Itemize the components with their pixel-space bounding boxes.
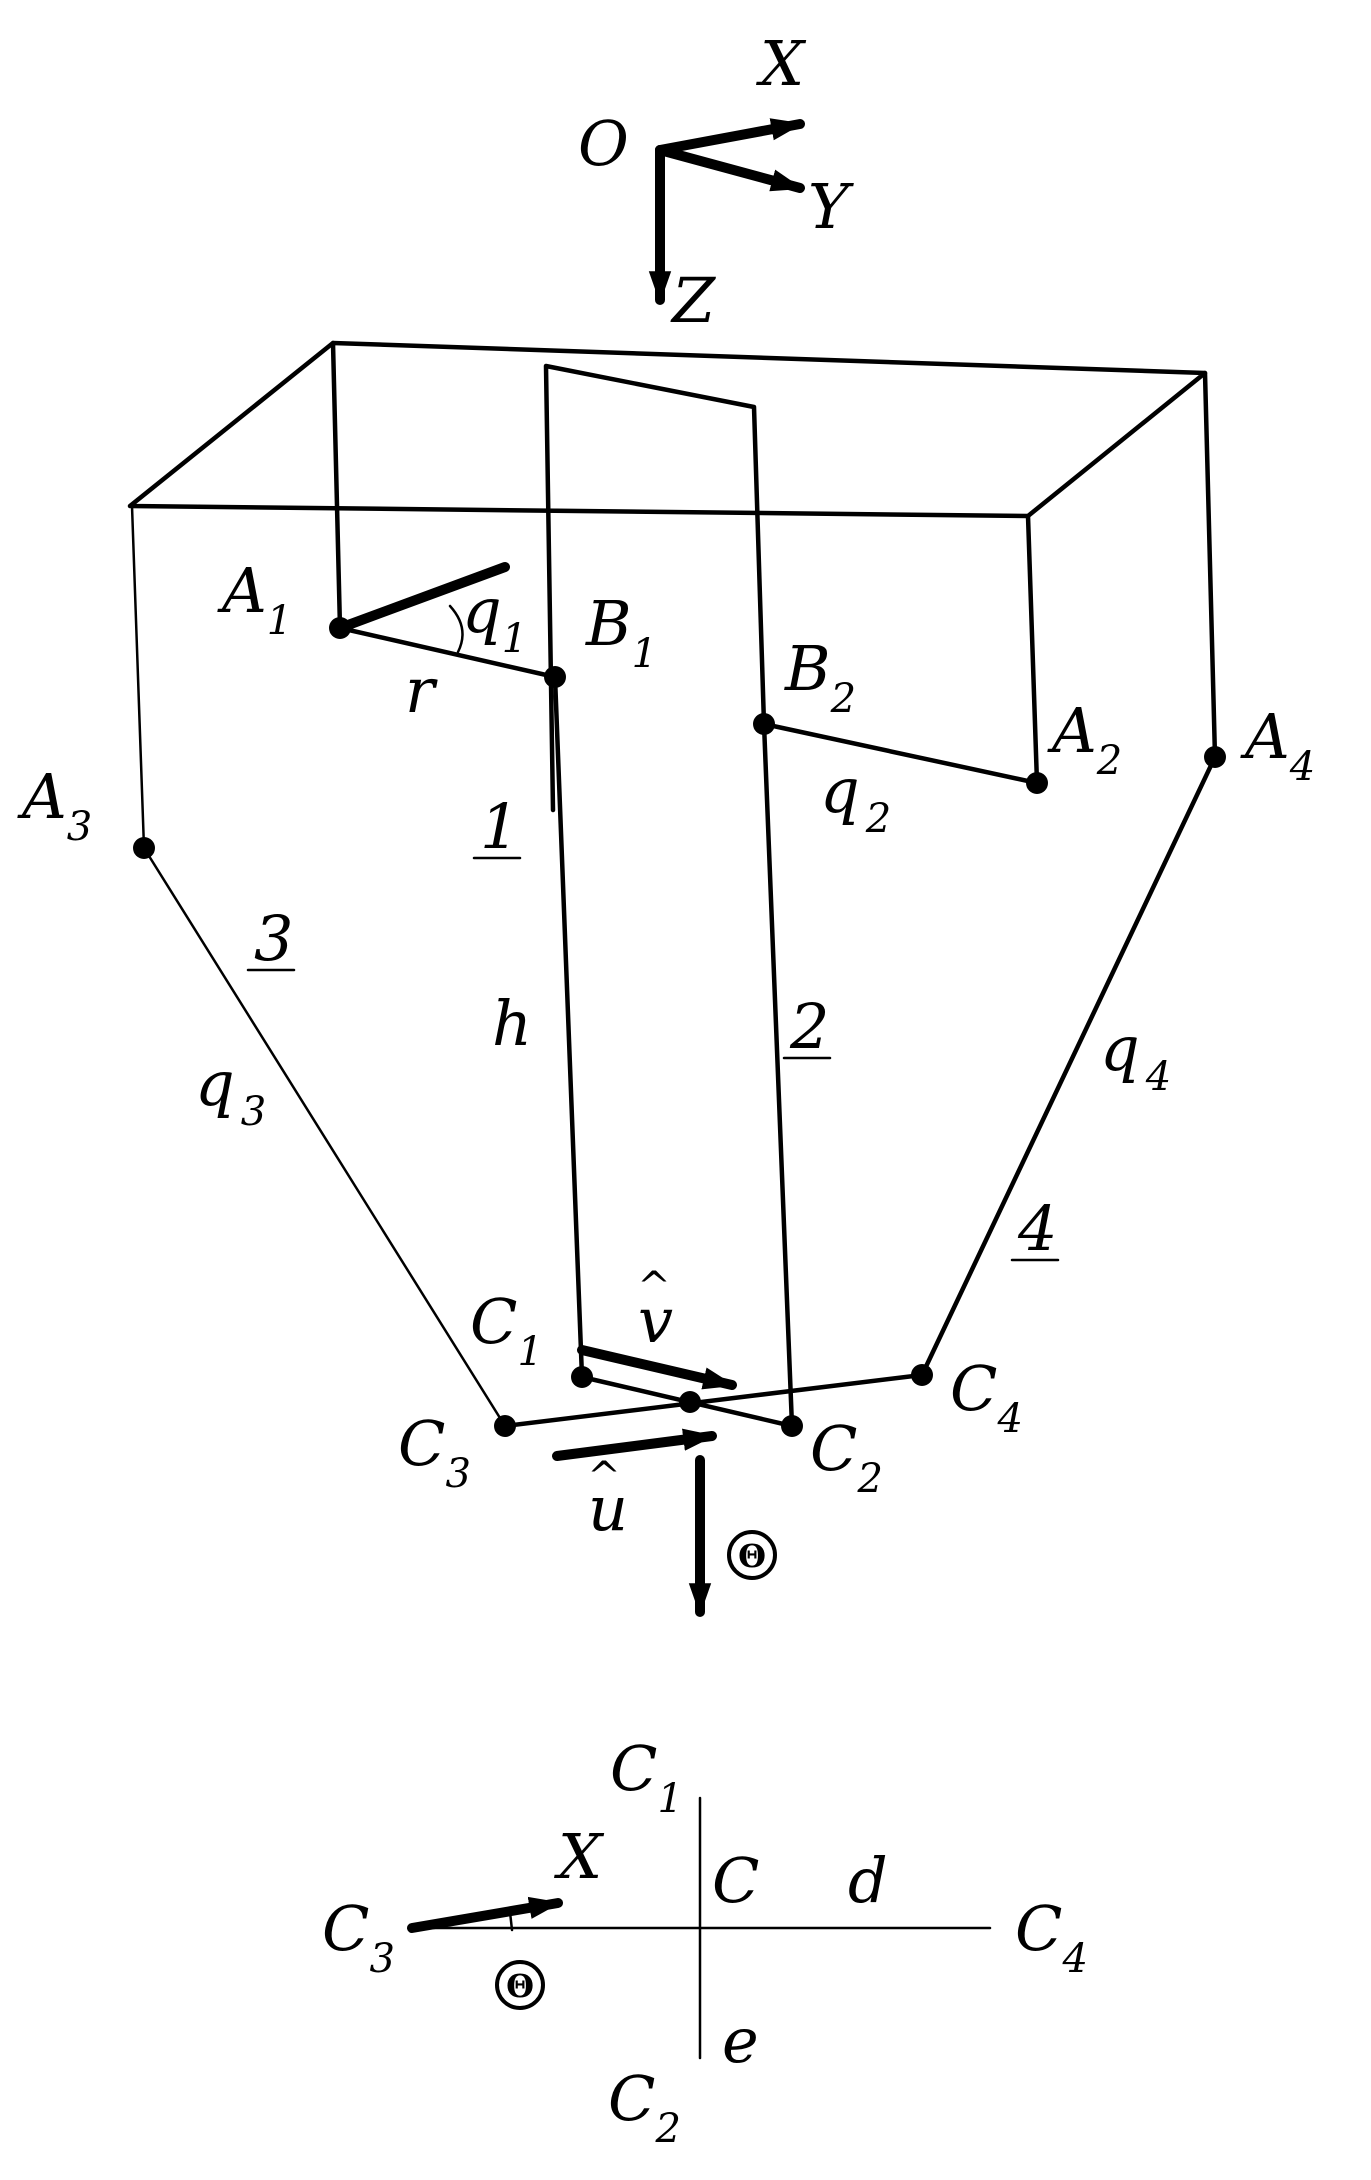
vector-labels: ^ v ^ u (587, 1264, 673, 1545)
plan-label-center: C (712, 1844, 759, 1917)
plan-label-c3: C3 (322, 1892, 395, 1982)
joint-b2 (753, 713, 775, 735)
plan-label-e: e (722, 2004, 759, 2077)
x-axis-label: X (756, 27, 807, 100)
leg-2-rod (761, 721, 795, 1429)
joint-a1 (329, 617, 351, 639)
leg-1-number: 1 (480, 790, 519, 863)
plan-label-c2: C2 (608, 2062, 681, 2152)
joint-c1 (571, 1366, 593, 1388)
leg-4-number: 4 (1017, 1192, 1057, 1265)
plan-theta-symbol: Θ (506, 1967, 534, 2005)
leg-3-number: 3 (254, 902, 293, 975)
label-c3: C3 (398, 1407, 471, 1497)
leg-1-rod (552, 674, 585, 1380)
theta-symbol-circle (727, 1530, 777, 1580)
label-b2: B2 (784, 632, 856, 722)
label-b1: B1 (585, 587, 657, 677)
platform-c3-c4 (502, 1372, 925, 1429)
joint-c4 (911, 1364, 933, 1386)
hat-v: ^ (637, 1264, 671, 1310)
point-labels: A1 B1 B2 A2 A3 A4 C1 C2 C3 C4 (17, 554, 1315, 1502)
label-v: v (638, 1284, 673, 1357)
plan-label-c4: C4 (1015, 1892, 1088, 1982)
label-a4: A4 (1240, 700, 1315, 790)
joint-a2 (1026, 772, 1048, 794)
z-axis-label: Z (670, 264, 716, 337)
y-axis-arrow (655, 145, 805, 193)
origin-label: O (578, 107, 629, 180)
plan-theta-circle (495, 1960, 545, 2010)
crank-r (337, 625, 558, 680)
crank-q1 (335, 562, 510, 633)
label-c2: C2 (810, 1412, 883, 1502)
joint-c3 (494, 1415, 516, 1437)
moving-platform: Θ (502, 1345, 925, 1617)
vector-u-arrow (552, 1428, 717, 1461)
plan-label-d: d (848, 1844, 888, 1917)
y-axis-label: Y (808, 170, 854, 243)
label-u: u (588, 1472, 628, 1545)
label-a2: A2 (1047, 694, 1122, 784)
leg-2-number: 2 (789, 990, 829, 1063)
label-q1: q1 (462, 574, 527, 662)
joint-c2 (781, 1415, 803, 1437)
leg-4-rod (919, 754, 1218, 1378)
joints (133, 617, 1226, 1437)
fixed-frame (127, 340, 1218, 850)
q1-angle-arc (448, 604, 464, 654)
coordinate-frame: O X Y Z (578, 27, 854, 337)
vector-v-arrow (577, 1345, 737, 1390)
label-a3: A3 (17, 760, 92, 850)
joint-c-center (679, 1391, 701, 1413)
plan-x-direction-arrow (407, 1896, 563, 1933)
plan-view: Θ C1 C2 C3 C4 X C d e (322, 1732, 1088, 2152)
plan-label-x: X (554, 1820, 605, 1893)
label-h: h (492, 987, 532, 1060)
links (142, 562, 1218, 1429)
label-c4: C4 (950, 1352, 1023, 1442)
leg-3-rod (142, 846, 507, 1428)
frame-post-a3 (130, 504, 146, 850)
hat-u: ^ (587, 1454, 621, 1500)
link-b2-a2 (761, 721, 1040, 786)
leg-numbers: 1 2 3 4 (246, 790, 1060, 1265)
frame-post-a1 (330, 340, 343, 631)
label-a1: A1 (217, 554, 292, 644)
label-r: r (405, 654, 438, 727)
joint-a3 (133, 837, 155, 859)
frame-post-a4 (1202, 370, 1218, 760)
frame-top-outline (127, 340, 1208, 519)
joint-a4 (1204, 746, 1226, 768)
x-axis-arrow (655, 118, 805, 155)
frame-post-a2 (1025, 513, 1040, 786)
plan-theta-tick (508, 1910, 514, 1932)
theta-symbol: Θ (738, 1537, 766, 1575)
plan-label-c1: C1 (610, 1732, 683, 1822)
joint-b1 (544, 666, 566, 688)
label-c1: C1 (470, 1285, 543, 1375)
inner-rail-b (543, 363, 767, 813)
